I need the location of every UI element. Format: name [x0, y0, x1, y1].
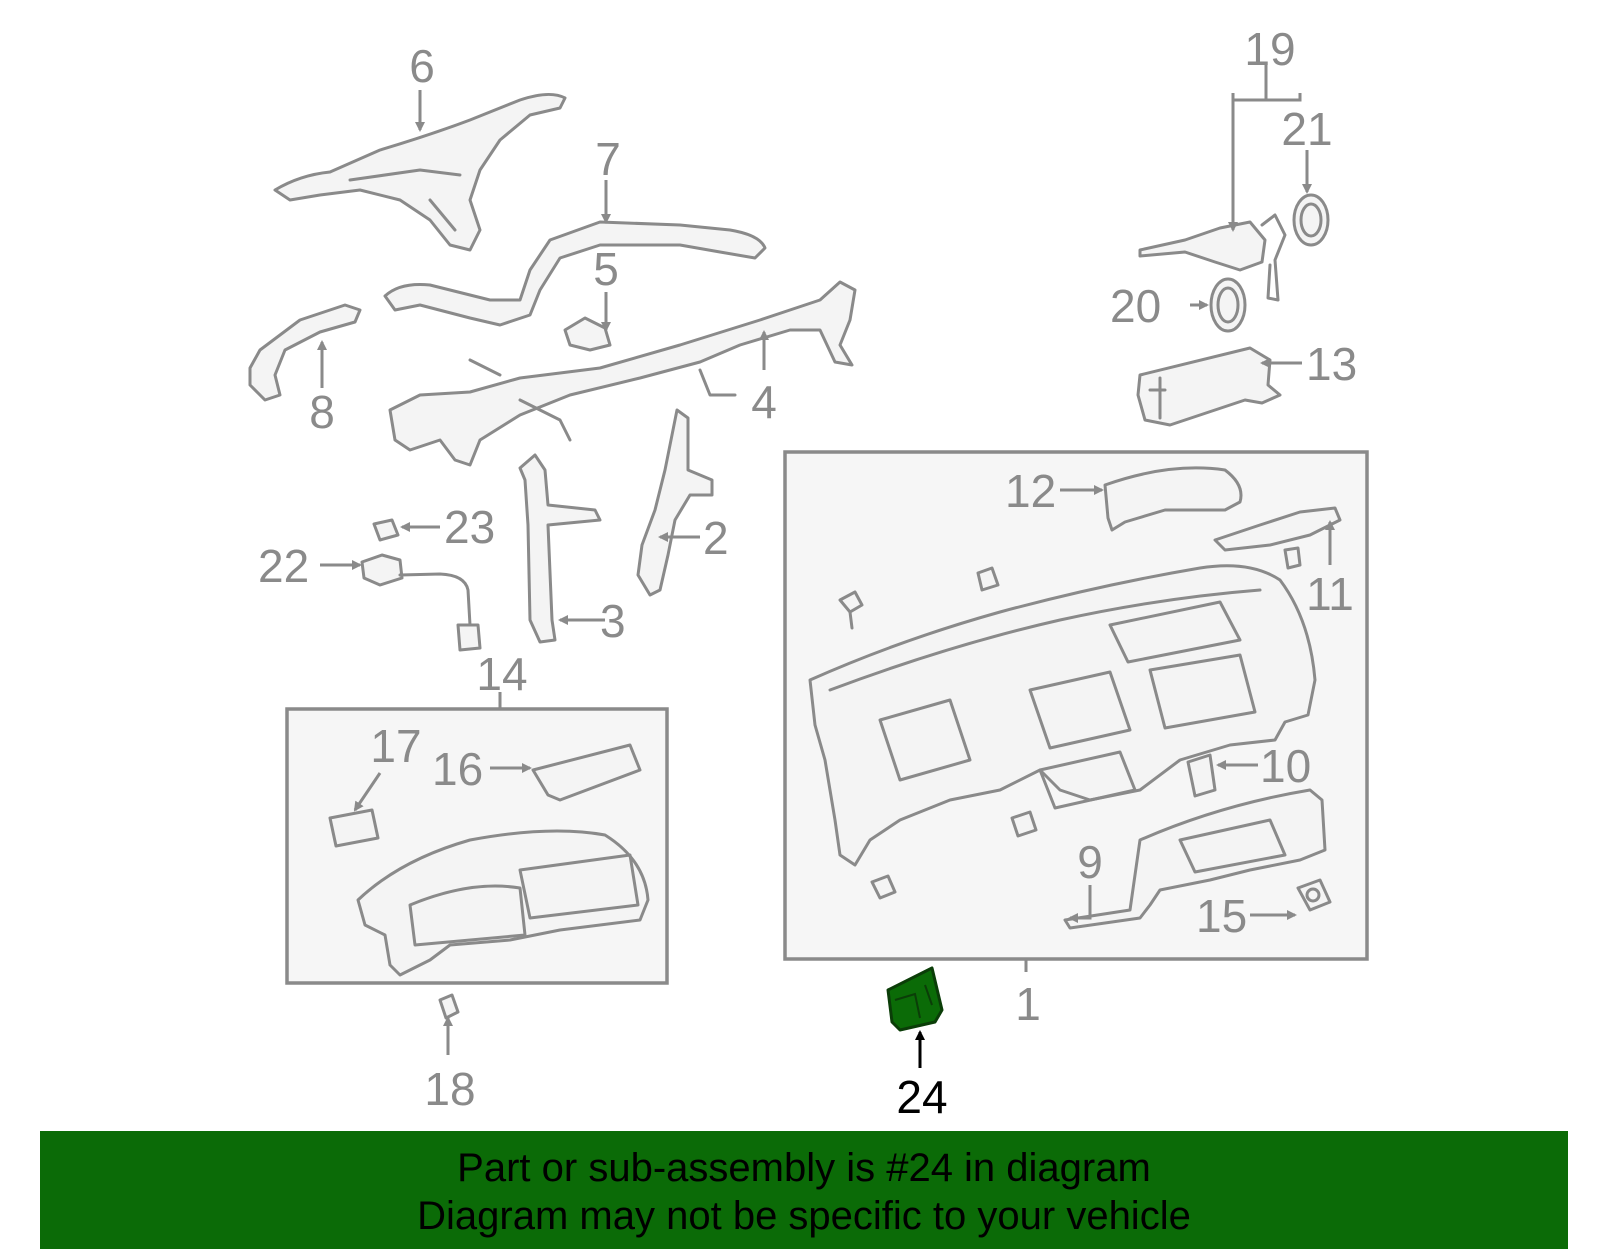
callout-21: 21	[1281, 103, 1332, 155]
callout-10: 10	[1260, 740, 1311, 792]
part-17-shape	[328, 808, 380, 848]
callout-19: 19	[1244, 23, 1295, 75]
part-23-shape	[372, 518, 400, 542]
callout-16: 16	[432, 743, 483, 795]
clip-c	[1010, 810, 1038, 838]
callout-14: 14	[476, 648, 527, 700]
part-15-knob	[1305, 887, 1321, 903]
part-21-ring	[1292, 193, 1330, 247]
part-24-detail	[894, 984, 933, 1019]
part-9-shape	[1063, 788, 1327, 930]
callout-2: 2	[703, 512, 729, 564]
part-11-clip	[1283, 546, 1302, 570]
callout-15: 15	[1196, 890, 1247, 942]
part-1-shape	[808, 564, 1317, 867]
part-7-shape	[383, 220, 767, 327]
part-14-detail	[408, 853, 640, 947]
clip-b	[976, 566, 1000, 592]
part-4-detail	[468, 358, 737, 442]
part-13-detail	[1148, 376, 1167, 420]
callout-8: 8	[309, 386, 335, 438]
part-10-shape	[1186, 753, 1217, 798]
part-22-shape	[360, 553, 404, 587]
part-1-detail-cluster	[878, 653, 1257, 782]
part-6-detail	[348, 168, 462, 232]
part-19-key	[1260, 213, 1287, 302]
part-18-shape	[438, 993, 460, 1020]
callout-24: 24	[896, 1071, 947, 1123]
clip-d	[870, 874, 897, 900]
part-15-shape	[1296, 878, 1332, 912]
clip-a-stem	[848, 610, 854, 630]
callout-6: 6	[409, 40, 435, 92]
callout-11: 11	[1306, 568, 1354, 620]
part-3-shape	[518, 453, 602, 644]
callout-9: 9	[1077, 836, 1103, 888]
part-1-detail-top	[828, 588, 1262, 692]
part-20-ring-inner	[1216, 286, 1240, 324]
part-12-shape	[1103, 466, 1243, 532]
part-21-ring-inner	[1299, 202, 1323, 238]
callout-4: 4	[751, 376, 777, 428]
part-8-shape	[248, 303, 362, 402]
part-22-wire	[398, 572, 472, 627]
part-9-detail	[1178, 818, 1287, 874]
part-20-ring	[1209, 277, 1247, 333]
callout-5: 5	[593, 243, 619, 295]
part-19-shape	[1138, 220, 1267, 272]
callout-23: 23	[444, 501, 495, 553]
callout-18: 18	[424, 1063, 475, 1115]
banner-line-1: Part or sub-assembly is #24 in diagram	[457, 1146, 1151, 1190]
callout-20: 20	[1110, 280, 1161, 332]
part-1-detail-vent	[1038, 600, 1242, 810]
part-24-highlighted	[886, 966, 944, 1032]
part-2-shape	[636, 408, 714, 597]
leader-17	[353, 772, 382, 812]
clip-a	[838, 590, 864, 614]
info-banner: Part or sub-assembly is #24 in diagram D…	[40, 1131, 1568, 1249]
callout-13: 13	[1306, 338, 1357, 390]
part-6-shape	[273, 93, 567, 252]
part-14-shape	[356, 829, 650, 977]
callout-1: 1	[1015, 978, 1041, 1030]
leader-9	[1068, 885, 1092, 923]
callout-17: 17	[370, 720, 421, 772]
part-13-shape	[1136, 346, 1282, 427]
part-5-shape	[563, 316, 612, 352]
callout-22: 22	[258, 540, 309, 592]
part-11-shape	[1213, 506, 1342, 552]
banner-line-2: Diagram may not be specific to your vehi…	[417, 1194, 1191, 1238]
callout-7: 7	[595, 133, 621, 185]
part-16-shape	[531, 743, 642, 802]
callout-12: 12	[1005, 465, 1056, 517]
part-22-connector	[456, 623, 482, 652]
callout-3: 3	[600, 595, 626, 647]
part-4-shape	[388, 280, 857, 467]
